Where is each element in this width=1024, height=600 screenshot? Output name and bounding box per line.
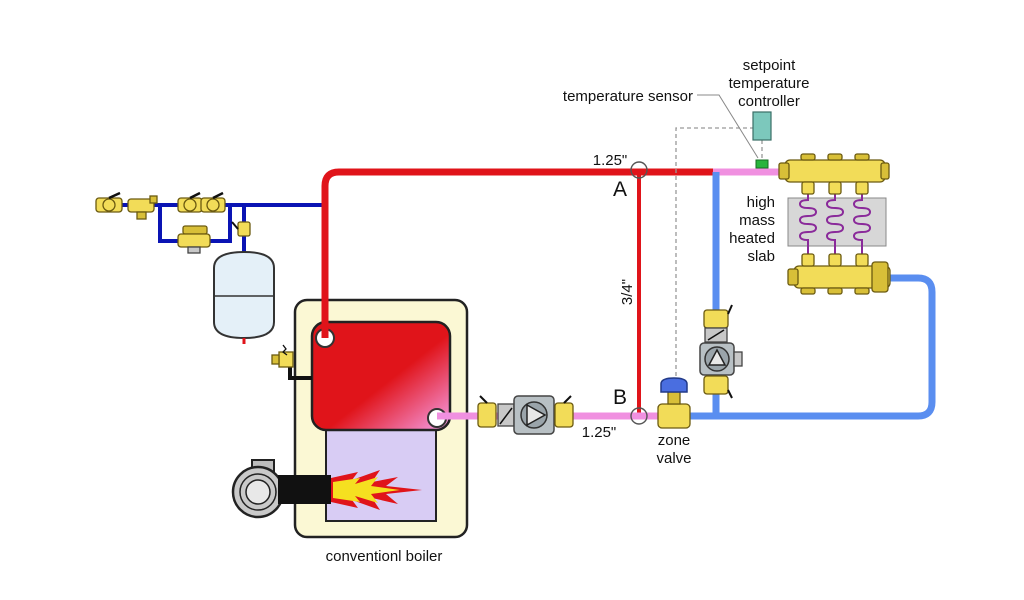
check-valve-symbol (499, 407, 513, 425)
bypass-valve-right (200, 191, 226, 213)
vertical-pipe-size-label: 3/4" (619, 279, 636, 305)
slab-label-line-2: mass (739, 212, 775, 229)
flow-check-symbol (707, 329, 725, 341)
setpoint-label-line-2: temperature (729, 75, 810, 92)
secondary-circulator-pump (699, 342, 735, 376)
point-a-label: A (613, 178, 627, 201)
zone-valve (657, 377, 691, 429)
heated-slab (787, 197, 887, 247)
expansion-tank (213, 250, 275, 344)
makeup-water-assembly (95, 191, 327, 344)
circulator-flange-left (477, 395, 497, 428)
boiler-circulator-pump (513, 395, 555, 435)
tubing-loop-1 (798, 186, 818, 266)
relief-pipe (288, 367, 312, 380)
zone-valve-label-line-1: zone (658, 432, 691, 449)
radiant-slab-system (778, 153, 891, 295)
pressure-reducing-valve (177, 225, 211, 254)
top-pipe-size-label: 1.25" (593, 152, 628, 169)
tubing-circuits (798, 186, 872, 266)
burner-tube (278, 475, 331, 504)
point-b-tee (630, 407, 648, 425)
relief-outlet (271, 354, 280, 365)
setpoint-label-line-3: controller (738, 93, 800, 110)
tubing-loop-2 (825, 186, 845, 266)
point-a-tee (630, 161, 648, 179)
lower-isolation-flange (703, 375, 733, 399)
zone-valve-body (657, 403, 691, 429)
shutoff-valve-left (95, 191, 123, 213)
manifold-return-loop (716, 274, 936, 420)
temperature-sensor (755, 159, 769, 169)
setpoint-controller (752, 111, 772, 141)
secondary-pump-station (699, 304, 743, 399)
combustion-chamber (325, 426, 437, 522)
relief-spring (282, 344, 288, 356)
supply-main (321, 168, 713, 338)
setpoint-label-line-1: setpoint (743, 57, 796, 74)
zone-valve-label-line-2: valve (656, 450, 691, 467)
flame-core (333, 477, 400, 503)
tubing-loop-3 (852, 186, 872, 266)
bypass-valve-left (177, 191, 203, 213)
supply-manifold (778, 153, 890, 195)
bottom-pipe-size-label: 1.25" (582, 424, 617, 441)
blower-ring (239, 473, 277, 511)
sensor-wire (675, 127, 761, 395)
boiler-label: conventionl boiler (326, 548, 443, 565)
oil-burner (231, 459, 422, 519)
pressure-relief-valve (271, 344, 312, 380)
slab-label-line-3: heated (729, 230, 775, 247)
pump-motor-cap (733, 351, 743, 367)
slab-label-line-4: slab (747, 248, 775, 265)
tank-isolation-valve (231, 221, 251, 237)
blower-hub (245, 479, 271, 505)
point-b-label: B (613, 386, 627, 409)
zone-valve-bonnet (667, 391, 681, 405)
circulator-flange-right (554, 395, 574, 428)
temperature-sensor-label: temperature sensor (563, 88, 693, 105)
boiler-circulator-assembly (477, 395, 574, 435)
zone-valve-actuator (660, 377, 688, 393)
return-manifold (787, 253, 891, 295)
sensor-leader-line (697, 94, 759, 159)
backflow-preventer (127, 195, 158, 220)
slab-label-line-1: high (747, 194, 775, 211)
